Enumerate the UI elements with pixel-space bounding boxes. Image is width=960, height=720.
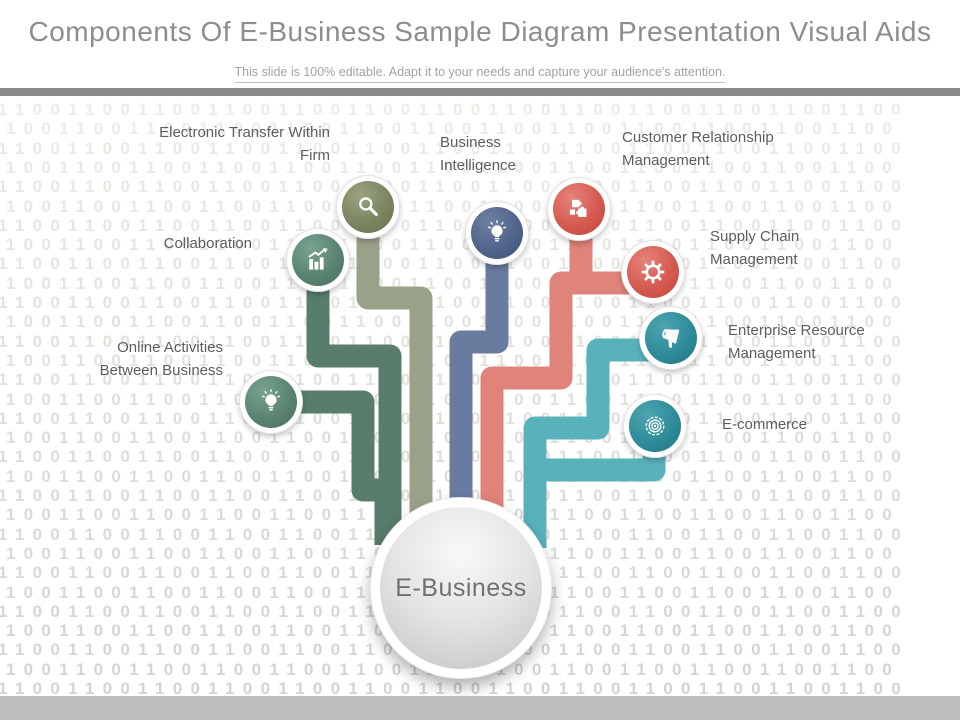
connector-online-activities	[286, 390, 398, 545]
label-collaboration: Collaboration	[163, 235, 252, 252]
node-business-intelligence	[466, 202, 528, 264]
label-ecommerce: E-commerce	[722, 416, 808, 433]
node-collaboration	[287, 229, 349, 291]
node-electronic-transfer	[337, 176, 399, 238]
binary-row: 1100110011001100110011001100110011001100…	[0, 215, 910, 235]
connector-ecommerce	[535, 450, 666, 482]
label-online-activities: Online Activities Between Business	[99, 339, 223, 379]
header-divider-bar	[0, 88, 960, 96]
slide-subtitle: This slide is 100% editable. Adapt it to…	[234, 65, 726, 83]
node-online-activities	[240, 371, 302, 433]
binary-row: 1100110011001100110011001100110011001100…	[0, 157, 901, 177]
connector-electronic-transfer	[356, 228, 433, 516]
puzzle-icon	[569, 199, 587, 217]
target-icon	[645, 416, 665, 436]
binary-row: 1100110011001100110011001100110011001100…	[0, 177, 910, 197]
label-business-intelligence: Business Intelligence	[440, 134, 516, 174]
node-supply-chain	[622, 241, 684, 303]
center-label: E-Business	[395, 573, 527, 602]
bar-chart-icon	[308, 248, 328, 270]
slide-subtitle-wrap: This slide is 100% editable. Adapt it to…	[0, 63, 960, 83]
binary-row: 1100110011001100110011001100110011001100…	[0, 196, 901, 216]
label-erm: Enterprise Resource Management	[728, 322, 865, 362]
lightbulb-icon	[487, 220, 507, 242]
label-crm: Customer Relationship Management	[622, 129, 774, 169]
binary-row: 1100110011001100110011001100110011001100…	[0, 679, 910, 698]
node-crm	[548, 178, 610, 240]
connector-collaboration	[306, 276, 402, 545]
node-ecommerce	[624, 395, 686, 457]
center-disc: E-Business	[380, 507, 542, 669]
gear-icon	[641, 260, 665, 284]
binary-row: 1100110011001100110011001100110011001100…	[0, 100, 910, 119]
lightbulb-icon	[261, 389, 281, 411]
binary-row: 1100110011001100110011001100110011001100…	[0, 466, 901, 486]
binary-row: 1100110011001100110011001100110011001100…	[0, 138, 910, 158]
megaphone-icon	[662, 329, 680, 348]
magnifier-icon	[359, 197, 378, 217]
label-supply-chain: Supply Chain Management	[710, 228, 800, 268]
node-erm	[640, 307, 702, 369]
label-electronic-transfer: Electronic Transfer Within Firm	[159, 124, 330, 164]
center-node-ebusiness: E-Business	[371, 498, 551, 678]
connector-business-intelligence	[449, 258, 509, 510]
footer-bar	[0, 696, 960, 720]
binary-row: 1100110011001100110011001100110011001100…	[0, 119, 901, 139]
slide-title: Components Of E-Business Sample Diagram …	[28, 16, 932, 47]
